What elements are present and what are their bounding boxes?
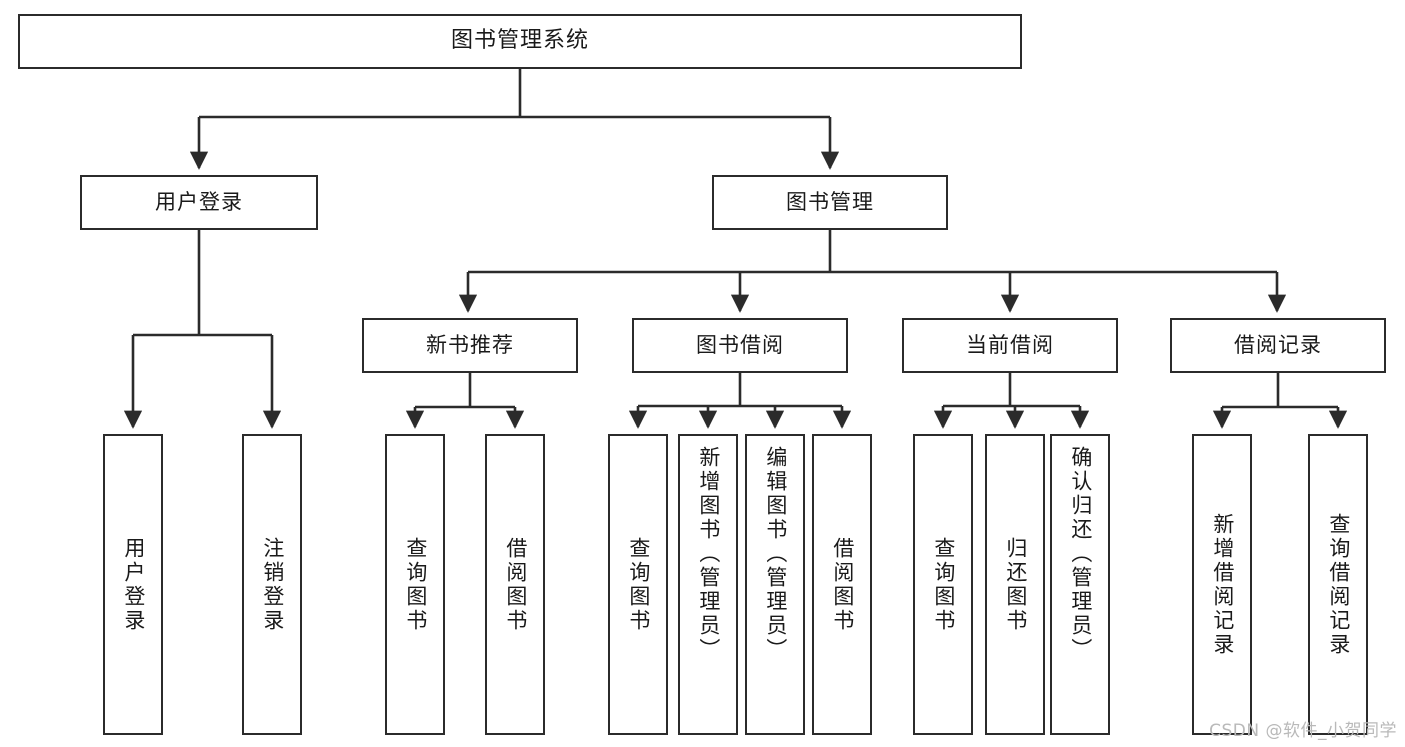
leaf-current-query-book[interactable]: 查询图书 [913,434,973,735]
node-label: 确认归还（管理员） [1068,446,1093,662]
node-label: 查询图书 [403,536,428,633]
node-label: 借阅图书 [830,536,855,633]
node-book-borrow[interactable]: 图书借阅 [632,318,848,373]
node-new-book-recommend[interactable]: 新书推荐 [362,318,578,373]
node-label: 新增借阅记录 [1210,512,1235,657]
node-book-manage[interactable]: 图书管理 [712,175,948,230]
leaf-borrow-add-book-admin[interactable]: 新增图书（管理员） [678,434,738,735]
node-label: 当前借阅 [966,332,1054,357]
node-label: 用户登录 [155,189,243,214]
node-label: 查询借阅记录 [1326,512,1351,657]
node-user-login[interactable]: 用户登录 [80,175,318,230]
node-label: 注销登录 [260,536,285,633]
csdn-watermark: CSDN @软件_小贺同学 [1209,721,1397,741]
node-label: 图书借阅 [696,332,784,357]
leaf-current-return-book[interactable]: 归还图书 [985,434,1045,735]
node-borrow-record[interactable]: 借阅记录 [1170,318,1386,373]
node-label: 编辑图书（管理员） [763,446,788,662]
node-label: 借阅记录 [1234,332,1322,357]
node-root-system[interactable]: 图书管理系统 [18,14,1022,69]
leaf-current-confirm-return-admin[interactable]: 确认归还（管理员） [1050,434,1110,735]
leaf-borrow-edit-book-admin[interactable]: 编辑图书（管理员） [745,434,805,735]
node-label: 图书管理 [786,189,874,214]
leaf-recommend-borrow-book[interactable]: 借阅图书 [485,434,545,735]
node-label: 图书管理系统 [450,28,589,54]
leaf-user-logout[interactable]: 注销登录 [242,434,302,735]
leaf-recommend-query-book[interactable]: 查询图书 [385,434,445,735]
node-label: 归还图书 [1003,536,1028,633]
leaf-borrow-query-book[interactable]: 查询图书 [608,434,668,735]
leaf-record-query-borrow-record[interactable]: 查询借阅记录 [1308,434,1368,735]
node-current-borrow[interactable]: 当前借阅 [902,318,1118,373]
node-label: 新书推荐 [426,332,514,357]
leaf-borrow-lend-book[interactable]: 借阅图书 [812,434,872,735]
node-label: 用户登录 [121,536,146,633]
node-label: 查询图书 [626,536,651,633]
leaf-record-add-borrow-record[interactable]: 新增借阅记录 [1192,434,1252,735]
node-label: 借阅图书 [503,536,528,633]
leaf-user-login[interactable]: 用户登录 [103,434,163,735]
node-label: 新增图书（管理员） [696,446,721,662]
node-label: 查询图书 [931,536,956,633]
